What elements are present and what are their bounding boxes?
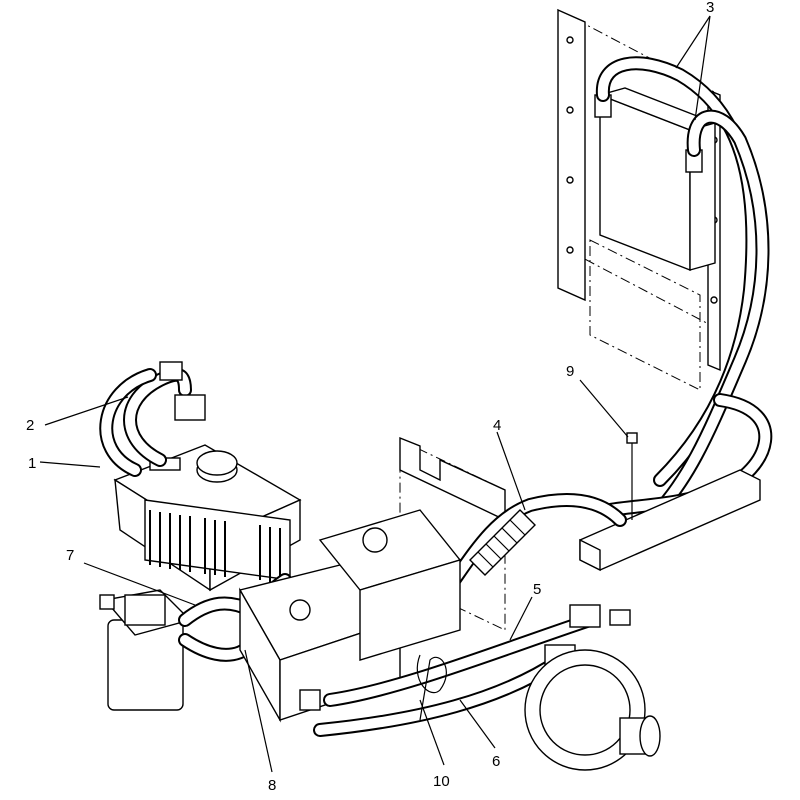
cable-tie-10 (416, 654, 447, 721)
motor (524, 609, 661, 771)
callout-9: 9 (566, 363, 574, 380)
hose-4 (433, 493, 627, 607)
callout-4: 4 (493, 417, 501, 434)
hoses-1-2 (99, 361, 206, 477)
oil-cooler (144, 499, 291, 584)
leader-lines (39, 15, 711, 773)
pump-assembly (238, 509, 462, 723)
frame-channel (579, 469, 761, 572)
callout-1: 1 (28, 455, 36, 472)
callout-3: 3 (706, 0, 714, 16)
pump-bracket (399, 436, 506, 631)
callout-2: 2 (26, 417, 34, 434)
callout-10: 10 (433, 773, 450, 790)
callout-8: 8 (268, 777, 276, 794)
cable-tie-9 (626, 432, 638, 520)
filter (99, 589, 192, 711)
callout-5: 5 (533, 581, 541, 598)
callout-6: 6 (492, 753, 500, 770)
callout-7: 7 (66, 547, 74, 564)
